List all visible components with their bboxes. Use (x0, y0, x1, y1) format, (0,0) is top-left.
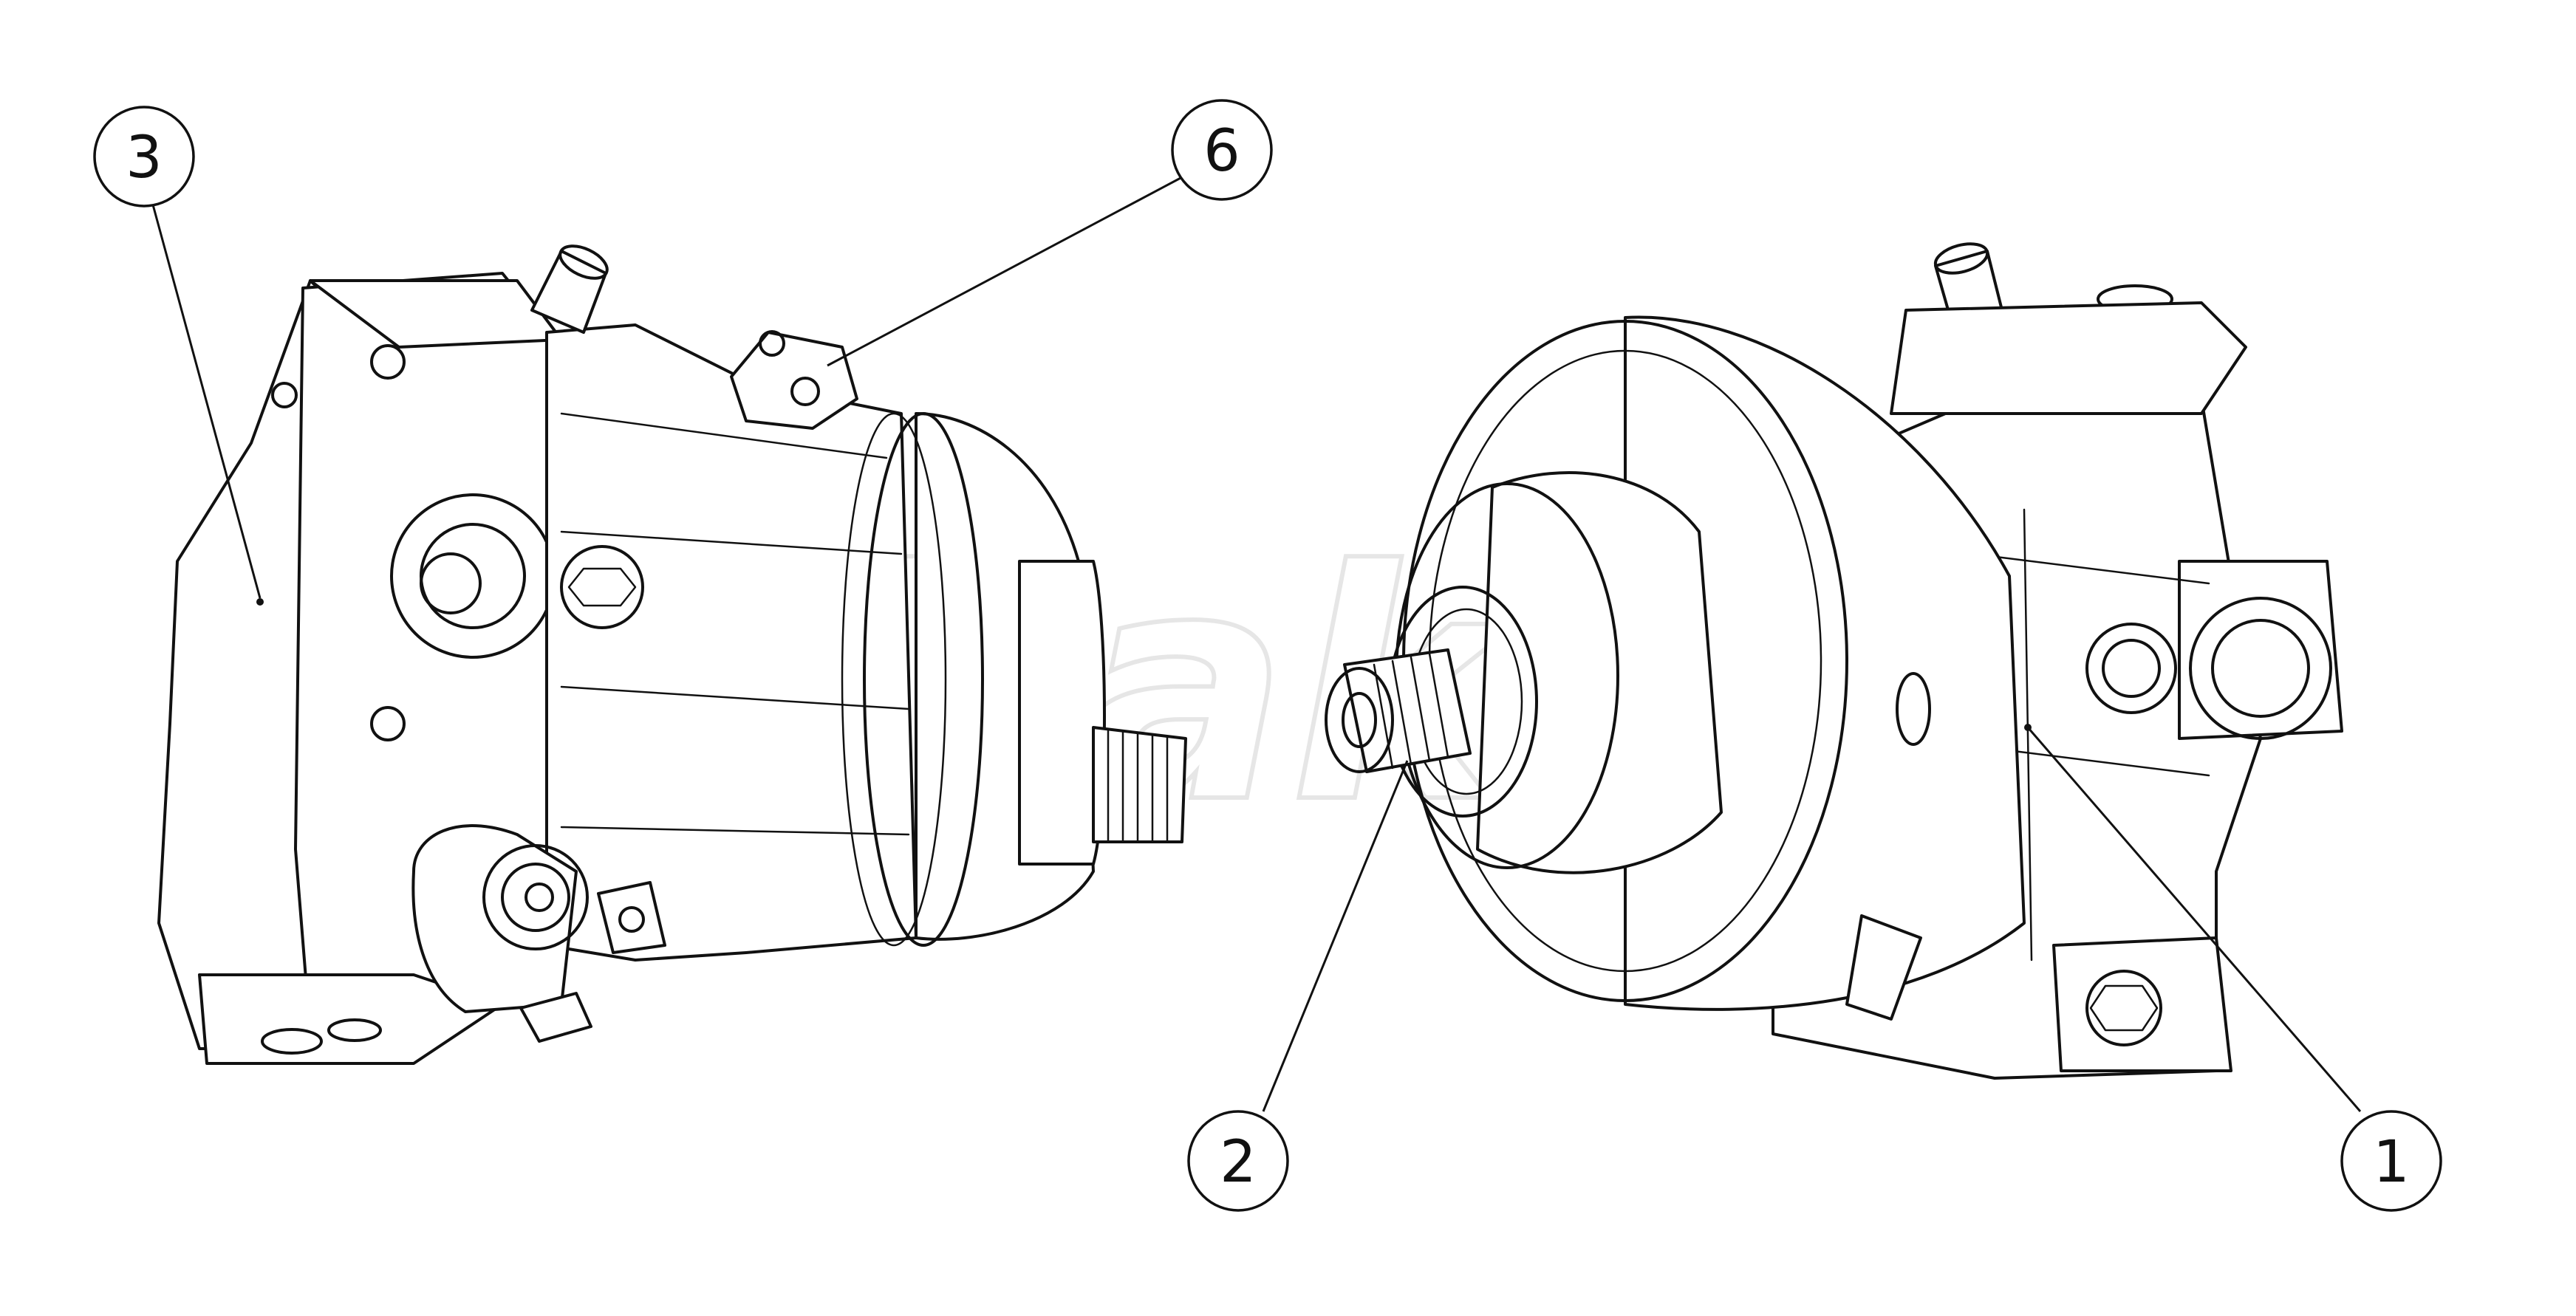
callout-1: 1 (2024, 724, 2442, 1212)
callout-number: 6 (1203, 118, 1240, 185)
balloon (93, 106, 195, 208)
callout-2: 2 (1187, 760, 1409, 1212)
callout-number: 2 (1220, 1129, 1257, 1196)
leader-line (150, 199, 262, 599)
right-hydraulic-motor (1325, 242, 2343, 1080)
callout-number: 1 (2373, 1129, 2410, 1196)
callout-6: 6 (827, 99, 1273, 367)
leader-line (827, 176, 1183, 367)
leader-dot (256, 598, 264, 606)
balloon (1187, 1110, 1289, 1212)
balloon (1171, 99, 1273, 201)
leader-line (1262, 760, 1409, 1112)
callout-number: 3 (126, 125, 163, 191)
leader-line (2026, 727, 2362, 1112)
balloon (2340, 1110, 2442, 1212)
leader-dot (2024, 724, 2032, 731)
left-hydraulic-motor (157, 244, 1187, 1065)
callout-3: 3 (93, 106, 264, 606)
